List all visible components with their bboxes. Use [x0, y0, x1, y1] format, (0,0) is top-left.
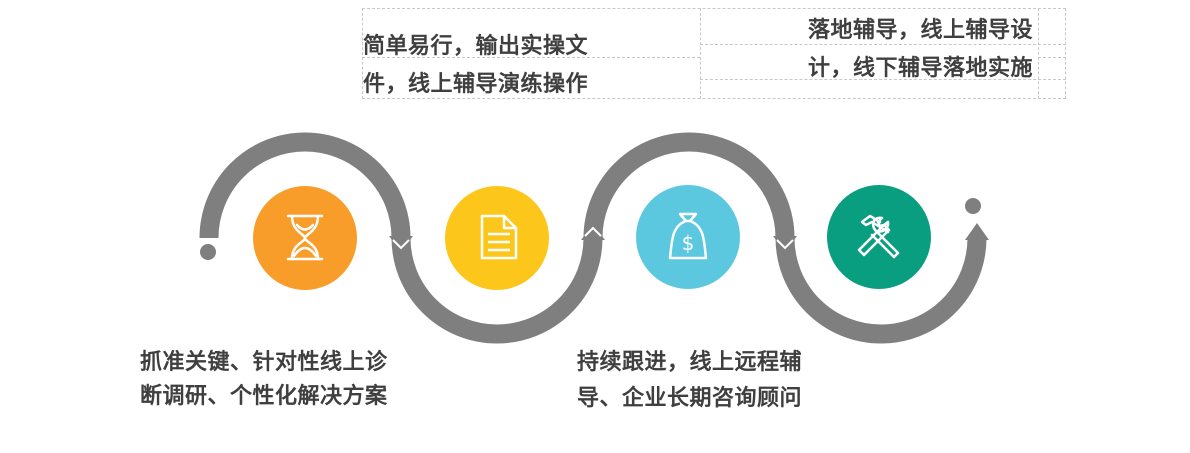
arrow-down-3: [773, 236, 797, 252]
top-left-text-line-1: 简单易行，输出实操文: [363, 34, 589, 59]
top-right-text-line-1: 落地辅导，线上辅导设: [807, 18, 1033, 43]
flow-arc-2: [391, 237, 603, 344]
bottom-right-text-line-2: 导、企业长期咨询顾问: [577, 386, 803, 411]
table-divider: [1038, 57, 1066, 58]
arrow-up-2: [581, 224, 605, 240]
top-right-text-line-2: 计，线下辅导落地实施: [807, 56, 1033, 81]
flow-arc-1: [199, 132, 411, 239]
flow-arc-3: [583, 132, 795, 239]
table-divider: [700, 44, 1066, 45]
top-text-table: [362, 8, 1066, 99]
hourglass-icon: [286, 214, 324, 261]
end-dot: [965, 198, 981, 214]
arrow-down-1: [389, 236, 413, 252]
tools-icon: [857, 214, 900, 259]
svg-text:$: $: [682, 231, 695, 255]
table-divider: [1038, 8, 1039, 99]
flow-arc-4: [775, 237, 987, 344]
top-left-text-line-2: 件，线上辅导演练操作: [363, 72, 589, 97]
table-divider: [362, 57, 700, 58]
step-2-circle: [445, 186, 549, 290]
table-divider: [700, 8, 701, 99]
document-icon: [480, 214, 518, 260]
bottom-left-text-line-1: 抓准关键、针对性线上诊: [140, 350, 388, 375]
step-3-circle: [636, 185, 740, 289]
step-4-circle: [827, 185, 931, 289]
table-divider: [700, 79, 1066, 80]
bottom-right-text-line-1: 持续跟进，线上远程辅: [577, 350, 803, 375]
arrow-up-4: [965, 223, 989, 240]
money-bag-icon: $: [668, 212, 708, 260]
bottom-left-text-line-2: 断调研、个性化解决方案: [140, 384, 388, 409]
start-dot: [200, 244, 216, 260]
